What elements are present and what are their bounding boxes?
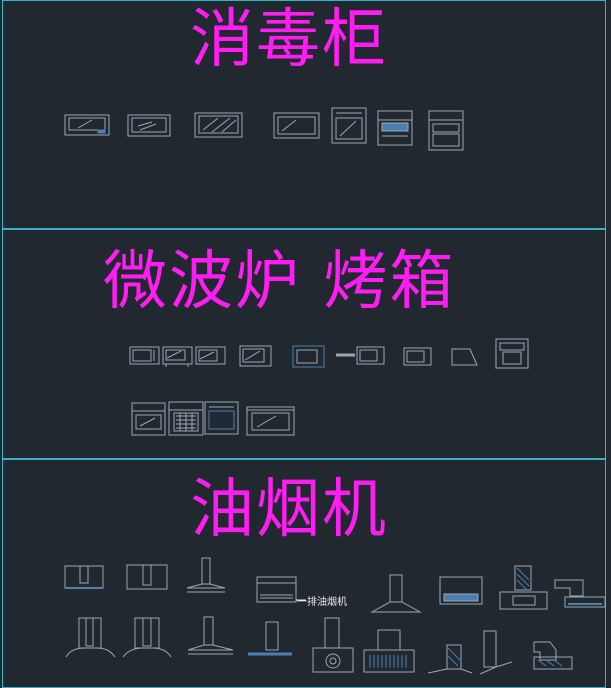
oven-symbol-4 xyxy=(204,401,239,435)
sterilizer-symbol-5 xyxy=(331,107,367,144)
range-hood-symbol-16 xyxy=(479,630,513,675)
oven-symbol-1 xyxy=(495,338,529,369)
sterilizer-symbol-6 xyxy=(377,110,413,146)
range-hood-symbol-11 xyxy=(187,616,234,655)
range-hood-symbol-3 xyxy=(186,557,226,593)
section-title-range-hood: 油烟机 xyxy=(190,473,388,547)
microwave-symbol-6 xyxy=(336,346,385,365)
range-hood-symbol-6 xyxy=(439,576,483,605)
range-hood-annotation: 一排油烟机 xyxy=(297,597,347,608)
range-hood-symbol-15 xyxy=(427,644,473,674)
oven-symbol-5 xyxy=(246,406,295,436)
range-hood-symbol-5 xyxy=(370,574,422,613)
range-hood-symbol-14 xyxy=(363,629,415,673)
range-hood-symbol-12 xyxy=(248,621,292,656)
section-panel-microwave-oven xyxy=(2,229,606,459)
microwave-symbol-2 xyxy=(162,346,193,367)
microwave-symbol-7 xyxy=(403,347,432,366)
oven-side-symbol xyxy=(451,348,478,366)
range-hood-symbol-8 xyxy=(554,579,606,608)
section-title-microwave-oven: 微波炉 烤箱 xyxy=(103,245,456,319)
range-hood-symbol-10 xyxy=(122,617,172,658)
microwave-symbol-3 xyxy=(195,346,226,365)
sterilizer-symbol-2 xyxy=(127,114,171,137)
range-hood-symbol-4 xyxy=(256,576,306,603)
range-hood-symbol-9 xyxy=(65,617,116,658)
microwave-symbol-1 xyxy=(129,346,160,365)
sterilizer-symbol-1 xyxy=(64,114,110,136)
range-hood-symbol-7 xyxy=(499,565,548,610)
sterilizer-symbol-3 xyxy=(194,112,243,138)
range-hood-symbol-2 xyxy=(126,564,168,590)
microwave-symbol-5 xyxy=(292,345,325,368)
range-hood-symbol-17 xyxy=(533,641,573,670)
range-hood-symbol-1 xyxy=(64,565,104,589)
oven-symbol-3 xyxy=(168,401,204,436)
sterilizer-symbol-7 xyxy=(428,110,464,151)
section-title-sterilizer: 消毒柜 xyxy=(190,3,388,77)
microwave-symbol-4 xyxy=(239,345,272,367)
range-hood-symbol-13 xyxy=(312,617,354,673)
section-panel-sterilizer xyxy=(2,0,606,229)
oven-symbol-2 xyxy=(131,402,166,436)
sterilizer-symbol-4 xyxy=(273,112,320,139)
